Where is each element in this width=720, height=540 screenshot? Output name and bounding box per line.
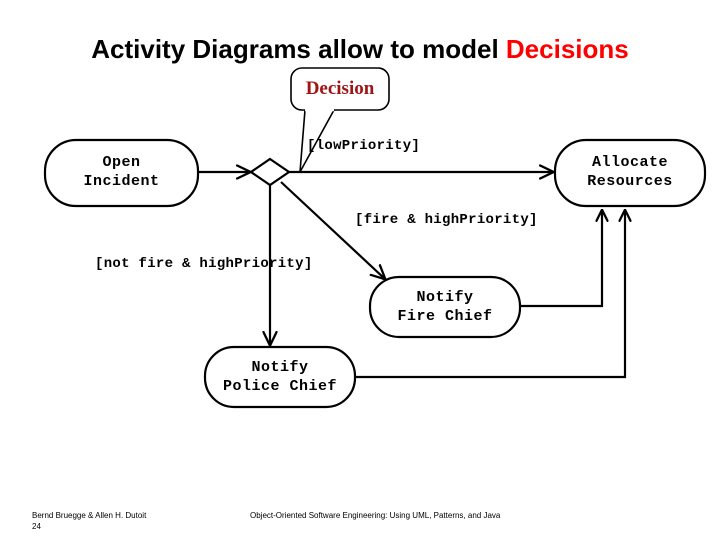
node-label-allocate-resources: Allocate Resources — [587, 154, 673, 190]
footer-page-number: 24 — [32, 522, 41, 531]
decision-callout — [290, 67, 390, 173]
callout-tail-right — [299, 109, 335, 173]
footer-authors: Bernd Bruegge & Allen H. Dutoit — [32, 511, 147, 520]
page-title: Activity Diagrams allow to model Decisio… — [0, 34, 720, 65]
decision-callout-label: Decision — [305, 78, 375, 99]
node-allocate-resources — [553, 138, 707, 208]
node-decision-diamond — [249, 157, 291, 187]
guard-label-low-priority: [lowPriority] — [307, 138, 421, 154]
footer-book-title: Object-Oriented Software Engineering: Us… — [250, 511, 501, 520]
callout-tail-left — [299, 109, 306, 173]
edge-police-chief-to-allocate — [355, 210, 625, 379]
guard-label-fire-high-priority: [fire & highPriority] — [355, 212, 538, 228]
node-label-notify-fire-chief: Notify Fire Chief — [397, 289, 493, 325]
edge-fire-chief-to-allocate — [520, 210, 602, 308]
callout-box — [290, 67, 390, 111]
node-label-open-incident: Open Incident — [83, 154, 160, 190]
node-label-notify-police-chief: Notify Police Chief — [222, 359, 338, 395]
page-title-main: Activity Diagrams allow to model — [91, 34, 506, 64]
edge-decision-to-fire-chief — [280, 181, 385, 279]
guard-label-not-fire-high-priority: [not fire & highPriority] — [95, 256, 313, 272]
page-title-accent: Decisions — [505, 34, 629, 64]
